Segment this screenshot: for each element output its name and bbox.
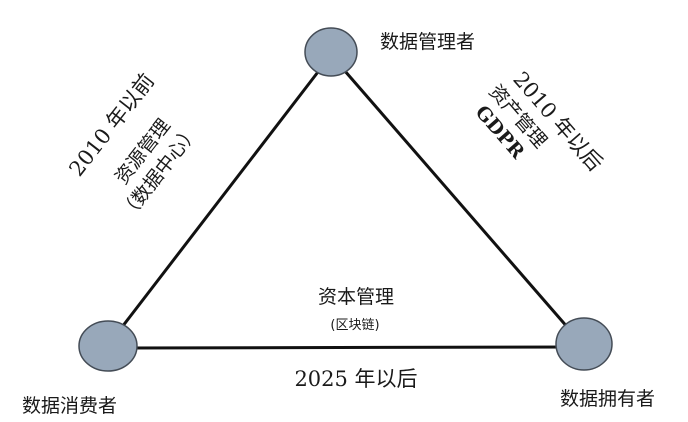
node-consumer-label: 数据消费者 <box>22 395 117 417</box>
node-owner-label: 数据拥有者 <box>560 388 655 410</box>
right-edge-labels: 2010 年以后 资产管理 GDPR <box>471 67 608 176</box>
node-consumer <box>78 320 138 372</box>
node-owner <box>555 317 613 371</box>
edge-left <box>107 54 333 345</box>
edge-bottom <box>108 345 583 350</box>
node-manager <box>304 27 358 77</box>
bottom-line1-label: 资本管理 <box>318 286 394 308</box>
left-edge-labels: 2010 年以前 资源管理 （数据中心） <box>64 69 203 224</box>
node-manager-label: 数据管理者 <box>380 31 475 53</box>
bottom-era-label: 2025 年以后 <box>294 367 417 391</box>
edge-right <box>329 54 584 345</box>
bottom-line2-label: (区块链) <box>330 318 379 333</box>
